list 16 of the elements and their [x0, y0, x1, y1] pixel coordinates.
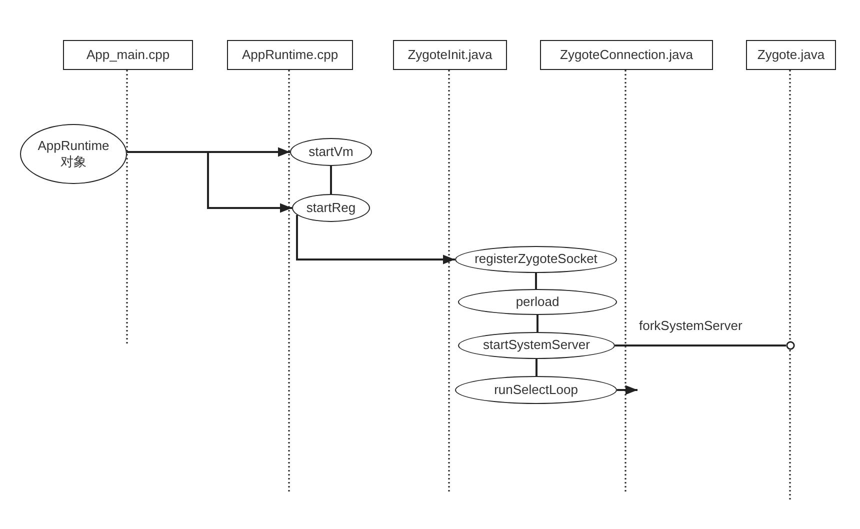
lifeline-header-box: AppRuntime.cpp: [227, 40, 353, 70]
method-ellipse: perload: [458, 289, 617, 315]
arrow: [296, 214, 455, 264]
lifeline-header-box: App_main.cpp: [63, 40, 193, 70]
method-ellipse: startReg: [292, 194, 370, 222]
method-ellipse: startVm: [290, 138, 372, 166]
method-ellipse: registerZygoteSocket: [455, 246, 617, 273]
lifeline-header-box: ZygoteConnection.java: [540, 40, 713, 70]
arrow: [127, 151, 292, 213]
edge-label: forkSystemServer: [637, 318, 744, 332]
method-ellipse: AppRuntime 对象: [20, 124, 127, 184]
method-ellipse: startSystemServer: [458, 332, 615, 359]
lifeline-header-box: ZygoteInit.java: [393, 40, 507, 70]
method-ellipse: runSelectLoop: [455, 376, 617, 404]
lifeline-header-box: Zygote.java: [746, 40, 836, 70]
arrow: [617, 385, 638, 395]
